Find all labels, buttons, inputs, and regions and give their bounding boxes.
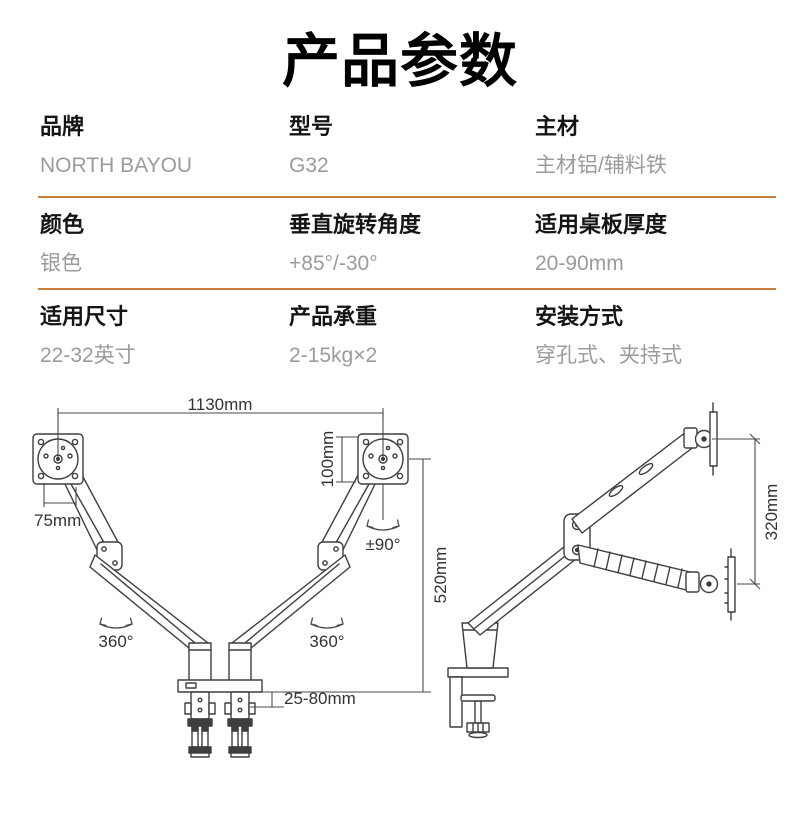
- spec-cell-color: 颜色 银色: [40, 210, 289, 278]
- side-view-dimension-lines: [712, 433, 761, 590]
- dimension-diagram: 1130mm 75mm 100mm ±90° 520mm 360° 360° 2…: [0, 387, 800, 807]
- rotation-arrows: [99, 519, 400, 629]
- dim-label-vesa-75: 75mm: [34, 511, 81, 530]
- spec-value-tilt-angle: +85°/-30°: [289, 252, 378, 275]
- spec-cell-model: 型号 G32: [289, 112, 535, 180]
- spec-cell-tilt-angle: 垂直旋转角度 +85°/-30°: [289, 210, 535, 278]
- dimension-labels: 1130mm 75mm 100mm ±90° 520mm 360° 360° 2…: [34, 395, 781, 708]
- row-divider-2: [38, 288, 776, 290]
- front-view-drawing: [32, 433, 409, 758]
- grommet-mounts: [184, 691, 256, 758]
- spec-cell-material: 主材 主材铝/辅料铁: [535, 112, 776, 180]
- grommet-mount-left: [184, 691, 216, 758]
- spec-label-color: 颜色: [40, 212, 85, 237]
- spec-label-tilt-angle: 垂直旋转角度: [289, 212, 422, 237]
- spec-label-material: 主材: [535, 114, 580, 139]
- row-divider-1: [38, 196, 776, 198]
- spec-cell-screen-size: 适用尺寸 22-32英寸: [40, 302, 289, 370]
- spec-row-1: 品牌 NORTH BAYOU 型号 G32 主材 主材铝/辅料铁: [38, 94, 776, 196]
- spec-label-mounting-type: 安装方式: [535, 304, 624, 329]
- spec-cell-load-capacity: 产品承重 2-15kg×2: [289, 302, 535, 370]
- spec-cell-brand: 品牌 NORTH BAYOU: [40, 112, 289, 180]
- front-view-dimension-lines: [43, 408, 431, 708]
- spec-value-load-capacity: 2-15kg×2: [289, 344, 378, 367]
- spec-row-2: 颜色 银色 垂直旋转角度 +85°/-30° 适用桌板厚度 20-90mm: [38, 198, 776, 288]
- base-bar: [177, 679, 263, 693]
- grommet-mount-right: [224, 691, 256, 758]
- vesa-plate-front-right: [357, 433, 409, 485]
- rotation-arrow-90-swivel: [366, 519, 400, 531]
- spec-cell-desk-thickness: 适用桌板厚度 20-90mm: [535, 210, 776, 278]
- dim-label-rotation-left-360: 360°: [98, 632, 133, 651]
- spec-value-mounting-type: 穿孔式、夹持式: [535, 344, 682, 367]
- dim-label-width-1130: 1130mm: [188, 395, 253, 414]
- arm-raised-position: [571, 402, 718, 534]
- dim-label-lift-range-320: 320mm: [762, 484, 781, 541]
- page-title: 产品参数: [281, 29, 518, 94]
- spec-value-material: 主材铝/辅料铁: [535, 154, 667, 177]
- dim-label-vesa-100: 100mm: [318, 431, 337, 488]
- technical-drawing-svg: 1130mm 75mm 100mm ±90° 520mm 360° 360° 2…: [32, 395, 781, 758]
- spec-value-color: 银色: [40, 252, 82, 275]
- arm-lowered-position: [577, 544, 736, 621]
- spec-label-model: 型号: [289, 114, 334, 139]
- desk-clamp: [447, 667, 509, 739]
- spec-table: 品牌 NORTH BAYOU 型号 G32 主材 主材铝/辅料铁 颜色 银色 垂…: [38, 94, 776, 380]
- arm-right: [228, 474, 377, 683]
- rotation-arrow-360-left: [99, 617, 133, 629]
- spec-row-3: 适用尺寸 22-32英寸 产品承重 2-15kg×2 安装方式 穿孔式、夹持式: [38, 290, 776, 380]
- dim-label-clamp-range: 25-80mm: [284, 689, 356, 708]
- spec-value-screen-size: 22-32英寸: [40, 344, 136, 367]
- spec-value-desk-thickness: 20-90mm: [535, 252, 624, 275]
- spec-label-load-capacity: 产品承重: [289, 304, 378, 329]
- product-spec-sheet: 产品参数 品牌 NORTH BAYOU 型号 G32 主材 主材铝/辅料铁 颜色…: [0, 30, 800, 830]
- dim-label-swivel-90: ±90°: [365, 535, 400, 554]
- dim-label-rotation-right-360: 360°: [309, 632, 344, 651]
- rotation-arrow-360-right: [310, 617, 344, 629]
- side-view-drawing: [447, 402, 736, 739]
- spec-label-brand: 品牌: [40, 114, 85, 139]
- vesa-plate-front-left: [32, 433, 84, 485]
- spec-value-model: G32: [289, 154, 329, 177]
- dim-label-height-520: 520mm: [431, 547, 450, 604]
- spec-label-screen-size: 适用尺寸: [40, 304, 129, 329]
- spec-cell-mounting-type: 安装方式 穿孔式、夹持式: [535, 302, 776, 370]
- arm-left: [63, 474, 212, 683]
- spec-label-desk-thickness: 适用桌板厚度: [535, 212, 668, 237]
- spec-value-brand: NORTH BAYOU: [40, 154, 193, 177]
